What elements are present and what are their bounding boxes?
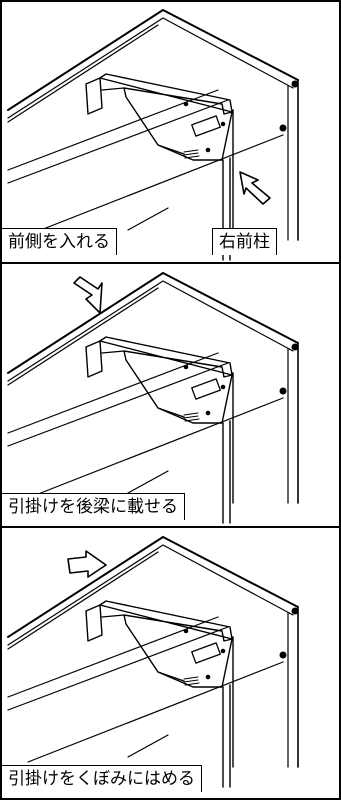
panel-2-drawing [7, 272, 299, 524]
panel-2-label: 引掛けを後梁に載せる [2, 493, 185, 520]
arrow-down-right-icon [73, 276, 103, 314]
panel-3-drawing [7, 536, 299, 788]
panel-1-drawing [7, 9, 299, 261]
panel-1-label-right-post: 右前柱 [212, 228, 277, 255]
arrow-up-left-icon [239, 171, 271, 205]
panel-3-label: 引掛けをくぼみにはめる [2, 765, 202, 792]
arrow-right-icon [67, 550, 107, 578]
panel-1-label: 前側を入れる [2, 228, 117, 255]
